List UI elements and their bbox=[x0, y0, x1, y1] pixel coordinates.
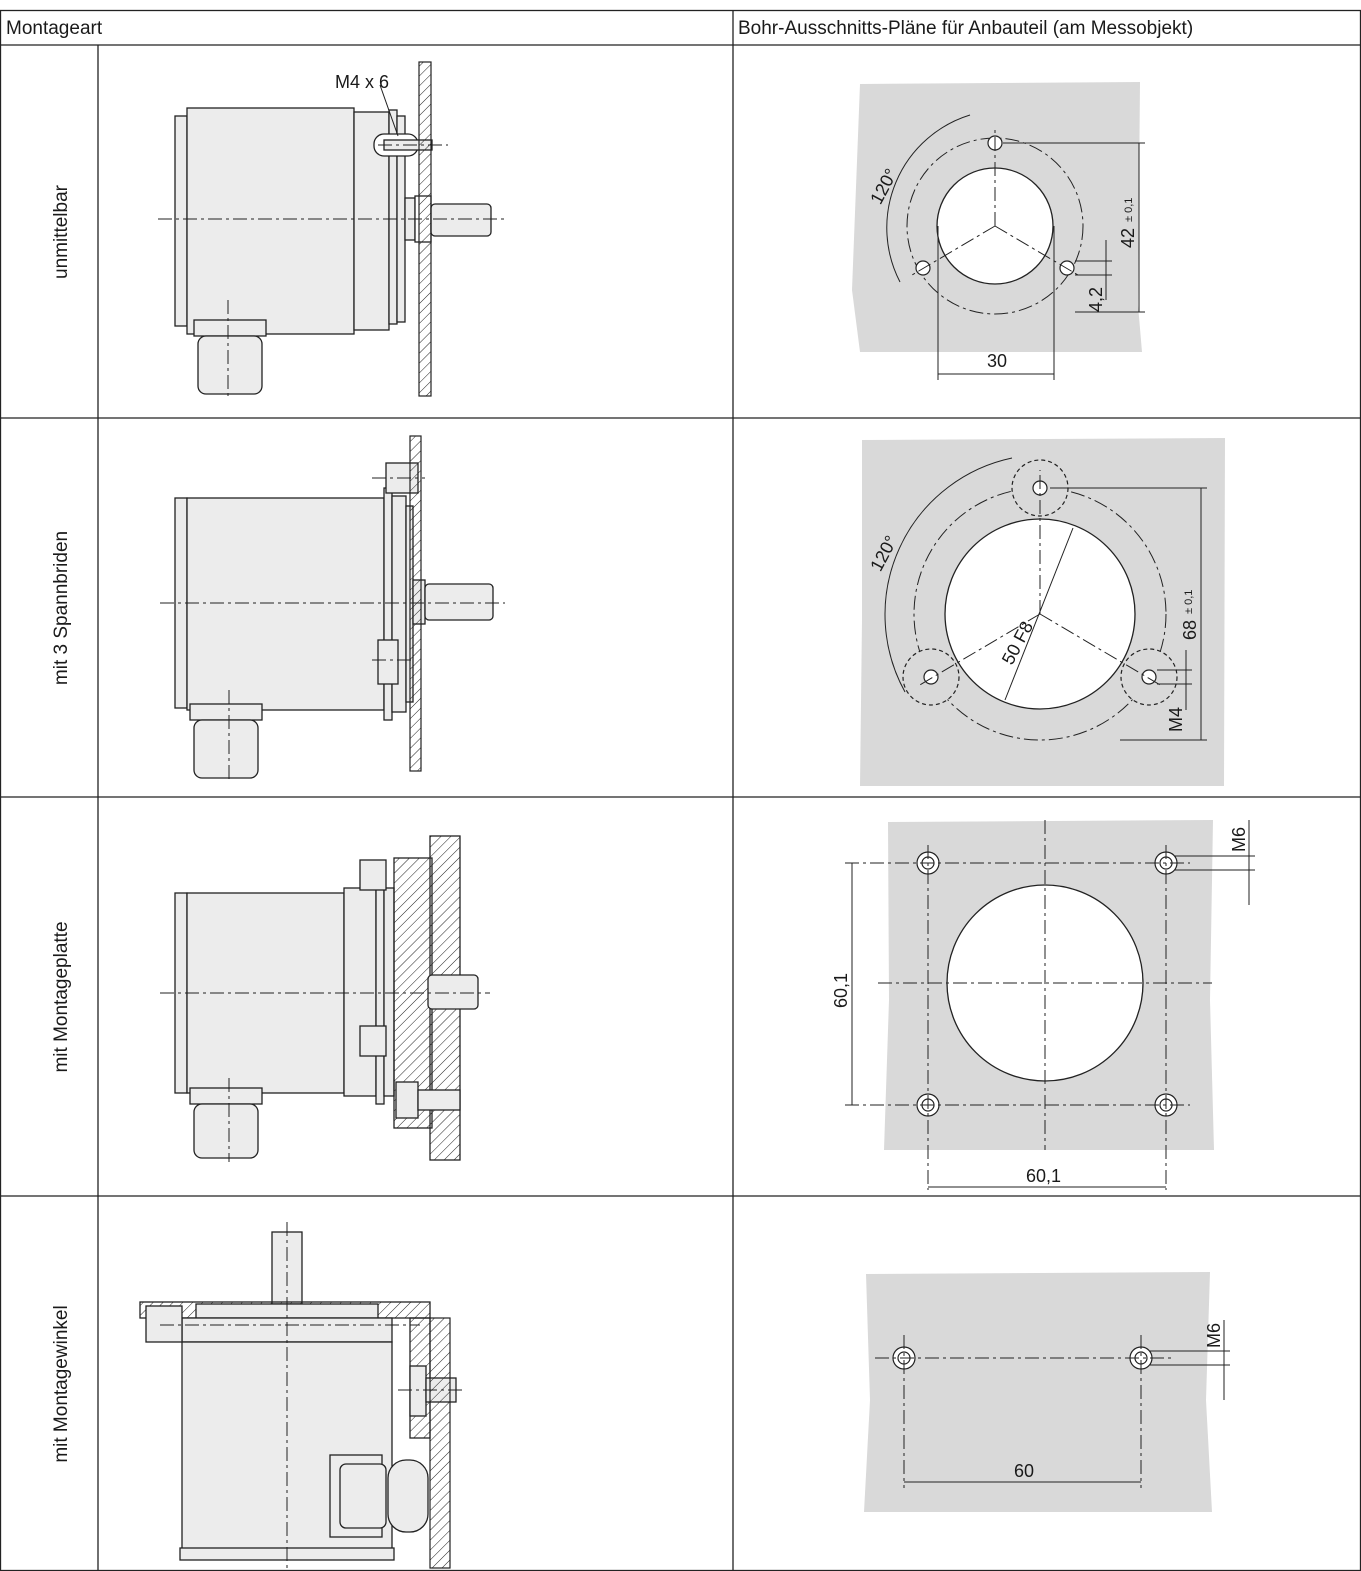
plan3-thread-label: M6 bbox=[1229, 827, 1249, 852]
plan-clamps bbox=[860, 438, 1225, 786]
plan2-thread-label: M4 bbox=[1166, 707, 1186, 732]
callout-m4x6: M4 x 6 bbox=[335, 72, 389, 92]
row-label-plate-text: mit Montageplatte bbox=[51, 921, 72, 1073]
plan1-pcd-label: 42 bbox=[1118, 228, 1138, 248]
plan1-pcd-tol: ± 0,1 bbox=[1123, 198, 1135, 222]
row-label-direct-text: unmittelbar bbox=[51, 185, 72, 279]
plan3-horizontal-label: 60,1 bbox=[1026, 1166, 1061, 1186]
plan1-hole-label: 4,2 bbox=[1086, 287, 1106, 312]
plan2-pcd-tol: ± 0,1 bbox=[1183, 590, 1195, 614]
wall-direct bbox=[418, 61, 432, 397]
wall-bracket bbox=[429, 1317, 451, 1569]
header-mounting-type: Montageart bbox=[6, 18, 103, 39]
header-drilling-plans: Bohr-Ausschnitts-Pläne für Anbauteil (am… bbox=[738, 18, 1194, 39]
mount-drawing-plate bbox=[174, 835, 479, 1161]
row-label-bracket-text: mit Montagewinkel bbox=[51, 1305, 72, 1463]
plan4-horizontal-label: 60 bbox=[1014, 1461, 1034, 1481]
plan-plate bbox=[845, 820, 1255, 1190]
mount-drawing-clamps bbox=[174, 462, 494, 779]
row-label-clamps-text: mit 3 Spannbriden bbox=[51, 530, 72, 686]
mount-drawing-bracket bbox=[139, 1231, 457, 1561]
plan1-width-label: 30 bbox=[987, 351, 1007, 371]
plan4-thread-label: M6 bbox=[1204, 1323, 1224, 1348]
plan3-vertical-label: 60,1 bbox=[831, 973, 851, 1008]
mount-drawing-direct bbox=[174, 107, 492, 395]
plan-direct bbox=[852, 82, 1145, 380]
plan-bracket bbox=[864, 1272, 1230, 1512]
plan2-pcd-label: 68 bbox=[1180, 620, 1200, 640]
